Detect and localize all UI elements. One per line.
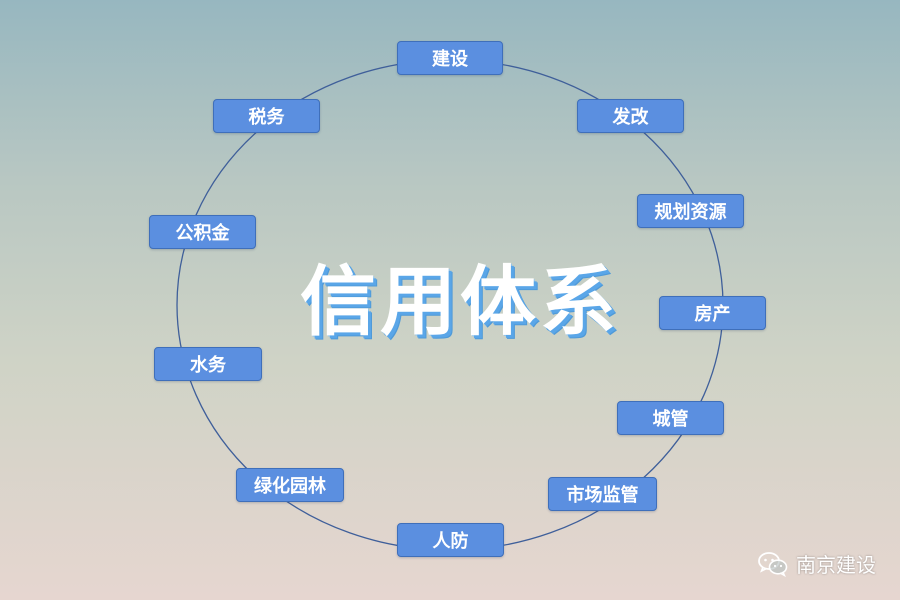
node-jianshe[interactable]: 建设 (397, 41, 503, 75)
node-shuiwu[interactable]: 水务 (154, 347, 262, 381)
watermark: 南京建设 (758, 549, 876, 578)
center-title: 信用体系 (300, 257, 620, 346)
node-lvhua-yuanlin[interactable]: 绿化园林 (236, 468, 344, 502)
watermark-text: 南京建设 (796, 553, 876, 577)
node-shichang-jianguan[interactable]: 市场监管 (548, 477, 657, 511)
node-guihua-ziyuan[interactable]: 规划资源 (637, 194, 744, 228)
wechat-icon (758, 551, 788, 577)
node-chengguan[interactable]: 城管 (617, 401, 724, 435)
node-shuiwu-tax[interactable]: 税务 (213, 99, 320, 133)
node-renfang[interactable]: 人防 (397, 523, 504, 557)
node-fagai[interactable]: 发改 (577, 99, 684, 133)
node-fangchan[interactable]: 房产 (659, 296, 766, 330)
node-gongjijin[interactable]: 公积金 (149, 215, 256, 249)
